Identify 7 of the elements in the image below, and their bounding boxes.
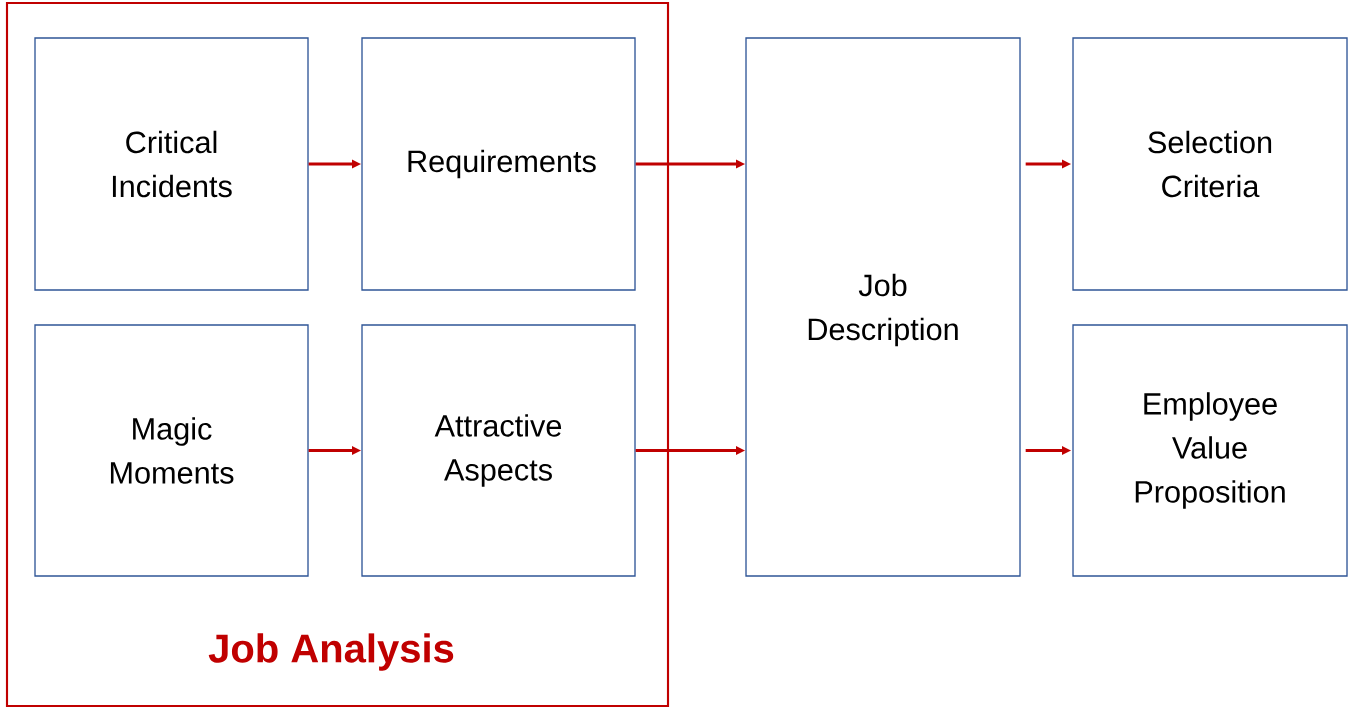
process-box: Requirements [361,37,636,291]
process-box: Magic Moments [34,324,309,577]
process-box: Attractive Aspects [361,324,636,577]
process-box: Selection Criteria [1072,37,1348,291]
process-box: Employee Value Proposition [1072,324,1348,577]
process-box: Job Description [745,37,1021,577]
process-box: Critical Incidents [34,37,309,291]
